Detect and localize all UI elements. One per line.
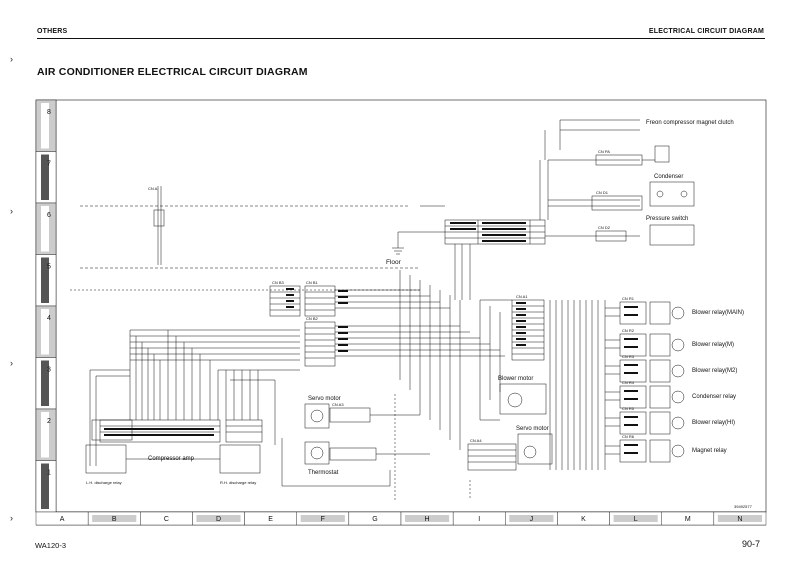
- connector-r1-label: CN R1: [622, 296, 635, 301]
- row-index-band: 8 7 6 5 4 3 2 1: [35, 99, 57, 513]
- column-band-shade: [509, 515, 554, 522]
- margin-binding-mark: ›: [10, 513, 13, 523]
- row-index-label: 3: [47, 367, 51, 374]
- row-band-stripe: [41, 154, 49, 200]
- connector-a3-label: CN A3: [332, 402, 344, 407]
- column-index-label: I: [478, 516, 480, 523]
- header-rule: [37, 38, 765, 39]
- connector-a-label: CN A: [148, 186, 158, 191]
- column-index-label: M: [685, 516, 691, 523]
- column-band-shade: [196, 515, 241, 522]
- column-band-shade: [300, 515, 345, 522]
- column-band-shade: [717, 515, 762, 522]
- wiring-harness: [70, 119, 695, 500]
- column-index-label: J: [530, 516, 534, 523]
- condenser-relay-label: Condenser relay: [692, 394, 736, 400]
- row-band-stripe: [41, 103, 49, 149]
- blower-motor-label: Blower motor: [498, 376, 533, 382]
- margin-binding-mark: ›: [10, 54, 13, 64]
- connector-pa-label: CN PA: [598, 149, 610, 154]
- servo-motor-label: Servo motor: [308, 396, 341, 402]
- column-index-label: L: [634, 516, 638, 523]
- model-number: WA120-3: [35, 541, 66, 550]
- blower-relay-hi-label: Blower relay(HI): [692, 420, 735, 426]
- row-band-stripe: [41, 412, 49, 458]
- column-index-label: G: [372, 516, 377, 523]
- blower-relay-m2-label: Blower relay(M2): [692, 368, 737, 374]
- column-index-label: N: [737, 516, 742, 523]
- row-band-stripe: [41, 257, 49, 303]
- row-index-label: 5: [47, 264, 51, 271]
- margin-binding-mark: ›: [10, 206, 13, 216]
- column-index-label: D: [216, 516, 221, 523]
- blower-relay-main-label: Blower relay(MAIN): [692, 310, 744, 316]
- connector-a4-label: CN A4: [470, 438, 482, 443]
- lh-discharge-relay-label: L.H. discharge relay: [86, 480, 122, 485]
- blower-relay-m-label: Blower relay(M): [692, 342, 734, 348]
- column-band-shade: [613, 515, 658, 522]
- pressure-switch-label: Pressure switch: [646, 216, 688, 222]
- row-index-label: 1: [47, 470, 51, 477]
- column-band-shade: [92, 515, 137, 522]
- row-band-stripe: [41, 360, 49, 406]
- servo-motor-2-label: Servo motor: [516, 426, 549, 432]
- connector-b1-label: CN B1: [306, 280, 319, 285]
- connector-r6-label: CN R6: [622, 434, 635, 439]
- connector-b3-label: CN B3: [272, 280, 285, 285]
- column-index-label: F: [321, 516, 325, 523]
- rh-discharge-relay-label: R.H. discharge relay: [220, 480, 256, 485]
- floor-label: Floor: [386, 259, 402, 266]
- row-index-label: 8: [47, 109, 51, 116]
- connector-r2-label: CN R2: [622, 328, 635, 333]
- row-index-label: 7: [47, 161, 51, 168]
- column-index-label: A: [60, 516, 65, 523]
- connector-d1-label: CN D1: [596, 190, 609, 195]
- row-band-stripe: [41, 309, 49, 355]
- column-index-label: E: [268, 516, 273, 523]
- page-title: AIR CONDITIONER ELECTRICAL CIRCUIT DIAGR…: [37, 66, 308, 78]
- margin-binding-mark: ›: [10, 358, 13, 368]
- row-index-label: 6: [47, 212, 51, 219]
- connector-a1-label: CN A1: [516, 294, 528, 299]
- row-index-label: 4: [47, 315, 51, 322]
- column-index-label: H: [425, 516, 430, 523]
- page-number: 90-7: [741, 539, 760, 549]
- column-index-label: B: [112, 516, 117, 523]
- chapter-header: ELECTRICAL CIRCUIT DIAGRAM: [648, 28, 764, 35]
- connector-r5-label: CN R5: [622, 406, 635, 411]
- condenser-label: Condenser: [654, 174, 683, 180]
- row-index-label: 2: [47, 418, 51, 425]
- column-band-shade: [405, 515, 450, 522]
- row-band-stripe: [41, 463, 49, 509]
- connector-r4-label: CN R4: [622, 380, 635, 385]
- row-band-stripe: [41, 206, 49, 252]
- section-header: OTHERS: [37, 28, 68, 35]
- compressor-amp-label: Compressor amp: [148, 456, 195, 462]
- freon-clutch-label: Freon compressor magnet clutch: [646, 120, 734, 126]
- connector-b2-label: CN B2: [306, 316, 319, 321]
- connector-d2-label: CN D2: [598, 225, 611, 230]
- column-index-band: A B C D E F G H I J K L M N: [35, 511, 767, 526]
- column-index-label: K: [581, 516, 586, 523]
- connector-r3-label: CN R3: [622, 354, 635, 359]
- column-index-label: C: [164, 516, 169, 523]
- magnet-relay-label: Magnet relay: [692, 448, 727, 454]
- drawing-number: 39492577: [734, 504, 753, 509]
- wire-code-marks: [104, 222, 638, 454]
- thermostat-label: Thermostat: [308, 470, 339, 476]
